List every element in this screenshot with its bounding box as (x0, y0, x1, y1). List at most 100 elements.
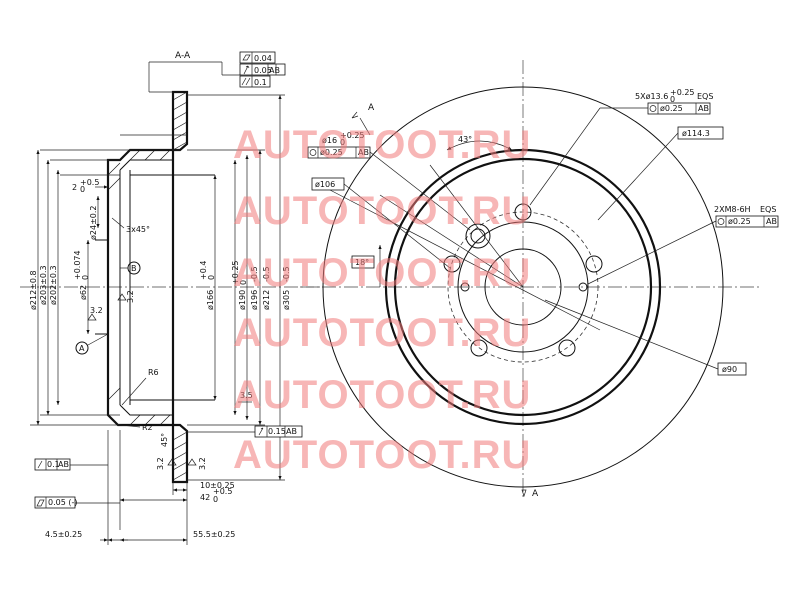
dim-d166: ø166 (206, 290, 215, 310)
section-arrow-icon (351, 111, 359, 119)
dim-d190-tol0: 0 (239, 280, 248, 285)
dim-d190: ø190 (238, 290, 247, 310)
callout-hole-tol0: 0 (670, 95, 675, 104)
dim-d305: ø305 (282, 290, 291, 310)
rough-label-2: 3.2 (90, 306, 103, 315)
parallelism-icon (241, 77, 251, 86)
section-title: A-A (175, 51, 191, 61)
section-arrow-icon (521, 489, 527, 498)
gdt-frame-flatness: 0.05 (-) (34, 496, 120, 509)
dim-d166-tol: +0.4 (199, 261, 208, 280)
dim-chamfer-top: 2 (72, 183, 77, 192)
dim-chamfer-top-tol0: 0 (80, 185, 85, 194)
roughness-icon (87, 313, 97, 321)
runout-icon (258, 427, 264, 436)
gdt-d16-pos: ø0.25 (320, 148, 343, 157)
dim-42-tol0: 0 (213, 495, 218, 504)
callout-thread-eqs: EQS (760, 205, 776, 214)
callout-d16: ø16 (322, 136, 337, 145)
thread-hole-small (460, 282, 470, 292)
callout-hole-eqs: EQS (697, 92, 713, 101)
dim-d212b-tol: -0.5 (262, 266, 271, 282)
callout-angle43: 43° (458, 135, 472, 144)
dim-d190-tol: +0.25 (231, 260, 240, 285)
watermark: AUTOTOOT.RU AUTOTOOT.RU AUTOTOOT.RU AUTO… (233, 123, 531, 477)
lug-hole (470, 339, 488, 357)
dim-d166-tol0: 0 (207, 275, 216, 280)
pcd-circle (447, 211, 599, 363)
hub-inner-top (119, 159, 173, 171)
watermark-text: AUTOTOOT.RU (233, 311, 531, 355)
dim-45deg: 45° (160, 433, 169, 447)
angle18-frame (351, 255, 375, 269)
gdt-top-ref-2: AB (269, 66, 280, 75)
callout-pcd: ø114.3 (682, 129, 710, 138)
flatness-icon (36, 499, 45, 507)
watermark-text: AUTOTOOT.RU (233, 189, 531, 233)
dim-d62-tol: +0.074 (73, 250, 82, 280)
callout-d16-tol: +0.25 (340, 131, 365, 140)
runout-icon (37, 460, 43, 469)
dim-chamfer-45: 3x45° (126, 225, 150, 234)
section-mark-top: A (368, 103, 375, 113)
gdt-thread-frame (715, 215, 779, 228)
datum-a-circle (75, 341, 89, 355)
callout-d106: ø106 (315, 180, 335, 189)
dim-d62: ø62 (79, 285, 88, 300)
thread-hole-small (578, 282, 588, 292)
dim-42-tol: +0.5 (213, 487, 232, 496)
rough-label-3: 3.2 (156, 457, 165, 470)
lug-holes (443, 203, 603, 357)
gdt-top-value-2: 0.05 (254, 66, 272, 75)
callout-d16-tol0: 0 (340, 138, 345, 147)
friction-ring-outer (384, 148, 662, 426)
dim-d202: ø202±0.3 (49, 265, 58, 305)
friction-ring-inner (393, 157, 653, 417)
dim-d212b: ø212 (262, 290, 271, 310)
gdt-bottom-value-1: 0.15 (268, 427, 286, 436)
gdt-bottom-value-3: 0.05 (-) (48, 498, 77, 507)
dim-d305-tol: -0.5 (282, 266, 291, 282)
gdt-hole-ref: AB (698, 104, 709, 113)
gdt-d16-frame (307, 146, 371, 159)
lug-hole (443, 255, 461, 273)
dim-10: 10±0.25 (200, 481, 235, 490)
callout-thread: 2XM8-6H (714, 205, 751, 214)
gdt-frame-top: 0.04 0.05 AB 0.1 (239, 51, 286, 88)
gdt-hole-pos: ø0.25 (660, 104, 683, 113)
callout-hole-tol: +0.25 (670, 88, 695, 97)
dim-d212: ø212±0.8 (29, 270, 38, 310)
datum-a-label: A (79, 344, 85, 353)
lug-hole (514, 203, 532, 221)
watermark-text: AUTOTOOT.RU (233, 251, 531, 295)
lug-hole (558, 339, 576, 357)
dim-r6: R6 (148, 368, 159, 377)
dim-4-5: 4.5±0.25 (45, 530, 82, 539)
roughness-icon (187, 458, 197, 466)
gdt-bottom-value-2: 0.1 (47, 460, 60, 469)
hub-inner-bottom (119, 404, 173, 416)
section-hatch-top (107, 91, 188, 191)
dim-d196-tol: -0.5 (250, 266, 259, 282)
runout-icon (243, 65, 250, 75)
gdt-top-value-3: 0.1 (254, 78, 267, 87)
gdt-thread-pos: ø0.25 (728, 217, 751, 226)
dim-r2: R2 (142, 423, 153, 432)
position-icon (649, 105, 657, 112)
dim-d24: ø24±0.2 (89, 206, 98, 241)
section-mark-bottom: A (532, 489, 539, 499)
gdt-bottom-ref-1: AB (286, 427, 297, 436)
watermark-text: AUTOTOOT.RU (233, 123, 531, 167)
dim-d203: ø203±0.3 (39, 265, 48, 305)
callout-d90: ø90 (722, 365, 737, 374)
flatness-icon (242, 54, 251, 61)
gdt-bottom-ref-2: AB (58, 460, 69, 469)
thread-hole (465, 223, 491, 249)
rough-label-1: 3.2 (126, 290, 135, 303)
center-bore (484, 248, 562, 326)
gdt-d16-ref: AB (358, 148, 369, 157)
section-view: ø212±0.8 ø203±0.3 ø202±0.3 ø62 +0.074 0 … (20, 51, 320, 545)
dim-d62-tol0: 0 (81, 275, 90, 280)
gdt-hole-frame (647, 102, 711, 115)
roughness-icon (117, 293, 127, 301)
